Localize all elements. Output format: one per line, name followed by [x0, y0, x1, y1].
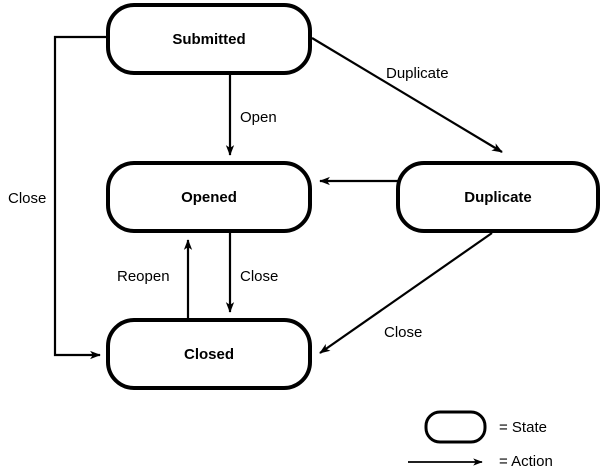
legend-state-shape-icon [424, 410, 487, 444]
transition-label-open: Open [240, 109, 277, 126]
state-label-opened: Opened [181, 189, 237, 206]
transition-arrow-duplicate [311, 37, 503, 153]
legend-item-state: = State [424, 410, 547, 444]
state-label-submitted: Submitted [172, 31, 245, 48]
state-box-closed[interactable] [106, 318, 312, 390]
state-node-submitted[interactable]: Submitted [106, 3, 312, 75]
transition-arrow-close-duplicate-closed [319, 232, 493, 354]
state-label-closed: Closed [184, 346, 234, 363]
legend-action-text: = Action [499, 453, 553, 470]
legend: = State = Action [408, 410, 553, 470]
transition-submitted-duplicate: Duplicate [311, 37, 503, 153]
state-box-opened[interactable] [106, 161, 312, 233]
state-node-opened[interactable]: Opened [106, 161, 312, 233]
transition-closed-reopen-opened: Reopen [117, 239, 193, 320]
transition-duplicate-close-closed: Close [319, 232, 493, 354]
transition-label-close-opened-closed: Close [240, 268, 278, 285]
transition-opened-close-closed: Close [225, 231, 278, 313]
transition-label-close-submitted-closed: Close [8, 190, 46, 207]
state-label-duplicate: Duplicate [464, 189, 532, 206]
transition-arrow-close-submitted-closed [53, 35, 108, 360]
transition-label-duplicate: Duplicate [386, 65, 449, 82]
legend-state-text: = State [499, 419, 547, 436]
state-box-duplicate[interactable] [396, 161, 600, 233]
transition-submitted-open-opened: Open [225, 73, 277, 156]
legend-item-action: = Action [408, 453, 553, 470]
state-node-duplicate[interactable]: Duplicate [396, 161, 600, 233]
state-node-closed[interactable]: Closed [106, 318, 312, 390]
state-box-submitted[interactable] [106, 3, 312, 75]
transition-submitted-close-closed: Close [8, 35, 108, 360]
transition-label-reopen: Reopen [117, 268, 170, 285]
transition-label-close-duplicate-closed: Close [384, 324, 422, 341]
